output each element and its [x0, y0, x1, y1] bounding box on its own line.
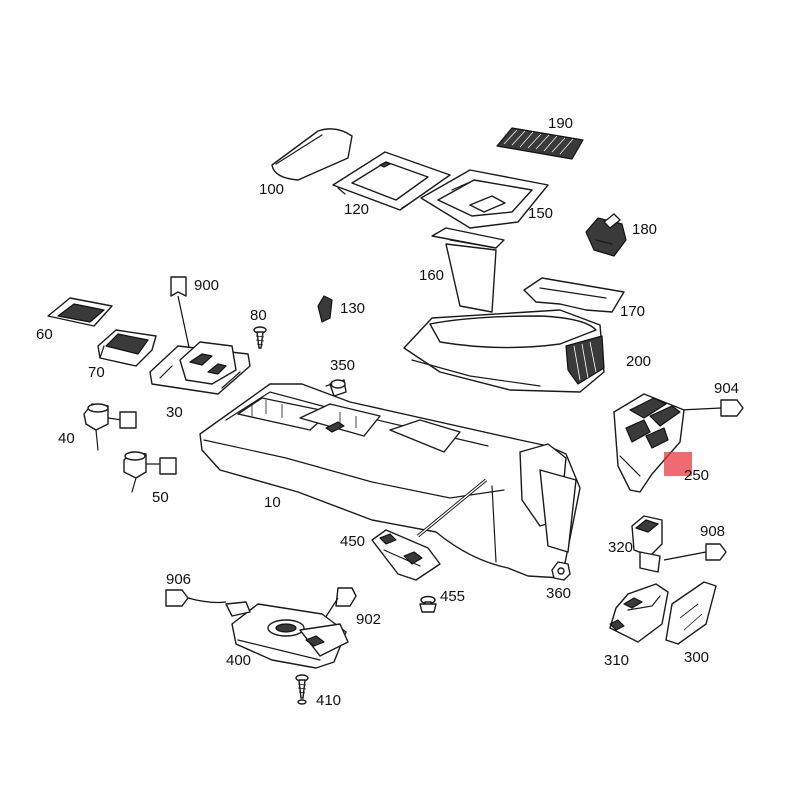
part-50-power-socket[interactable]	[123, 451, 177, 493]
label-150: 150	[528, 205, 553, 222]
part-450-bracket[interactable]	[371, 529, 441, 581]
label-130: 130	[340, 300, 365, 317]
label-908: 908	[700, 523, 725, 540]
label-170: 170	[620, 303, 645, 320]
label-50: 50	[152, 489, 169, 506]
connector-906-icon	[165, 589, 227, 607]
label-40: 40	[58, 430, 75, 447]
connector-900-icon	[170, 276, 191, 353]
label-30: 30	[166, 404, 183, 421]
part-160-storage-bin[interactable]	[431, 227, 505, 313]
part-410-screw[interactable]	[295, 674, 309, 705]
part-320-switch[interactable]	[631, 515, 663, 573]
label-160: 160	[419, 267, 444, 284]
part-400-cupholder-module[interactable]	[225, 601, 349, 669]
part-40-power-socket[interactable]	[83, 403, 137, 451]
label-100: 100	[259, 181, 284, 198]
part-180-switch-module[interactable]	[585, 213, 627, 257]
part-200-upper-cover[interactable]	[403, 309, 605, 393]
part-360-nut[interactable]	[551, 561, 571, 581]
label-900: 900	[194, 277, 219, 294]
label-10: 10	[264, 494, 281, 511]
label-190: 190	[548, 115, 573, 132]
part-300-side-panel[interactable]	[665, 581, 717, 645]
label-400: 400	[226, 652, 251, 669]
label-300: 300	[684, 649, 709, 666]
part-455-screw[interactable]	[419, 595, 437, 613]
label-360: 360	[546, 585, 571, 602]
label-320: 320	[608, 539, 633, 556]
label-60: 60	[36, 326, 53, 343]
label-904: 904	[714, 380, 739, 397]
part-130-clip[interactable]	[317, 295, 333, 323]
connector-908-icon	[663, 543, 727, 561]
part-30-shifter-base[interactable]	[149, 341, 251, 395]
part-150-trim-cover[interactable]	[420, 169, 549, 229]
label-906: 906	[166, 571, 191, 588]
part-310-lower-bracket[interactable]	[609, 583, 669, 643]
part-70-tray-box[interactable]	[97, 329, 157, 367]
part-190-grille-insert[interactable]	[496, 127, 584, 160]
label-250: 250	[684, 467, 709, 484]
label-455: 455	[440, 588, 465, 605]
label-120: 120	[344, 201, 369, 218]
connector-904-icon	[679, 399, 744, 417]
part-350-screw[interactable]	[325, 379, 347, 397]
part-10-console-body[interactable]	[199, 383, 581, 579]
label-450: 450	[340, 533, 365, 550]
label-80: 80	[250, 307, 267, 324]
label-902: 902	[356, 611, 381, 628]
label-70: 70	[88, 364, 105, 381]
part-80-screw[interactable]	[253, 326, 267, 349]
part-100-armrest-lid[interactable]	[271, 128, 353, 181]
label-180: 180	[632, 221, 657, 238]
label-200: 200	[626, 353, 651, 370]
label-410: 410	[316, 692, 341, 709]
part-120-trim-frame[interactable]	[332, 151, 451, 211]
part-170-tray-mat[interactable]	[523, 277, 625, 313]
label-310: 310	[604, 652, 629, 669]
highlight-250-marker	[664, 452, 692, 476]
part-60-small-grille[interactable]	[47, 297, 113, 327]
label-350: 350	[330, 357, 355, 374]
part-250-rear-vent-panel[interactable]	[613, 393, 685, 493]
